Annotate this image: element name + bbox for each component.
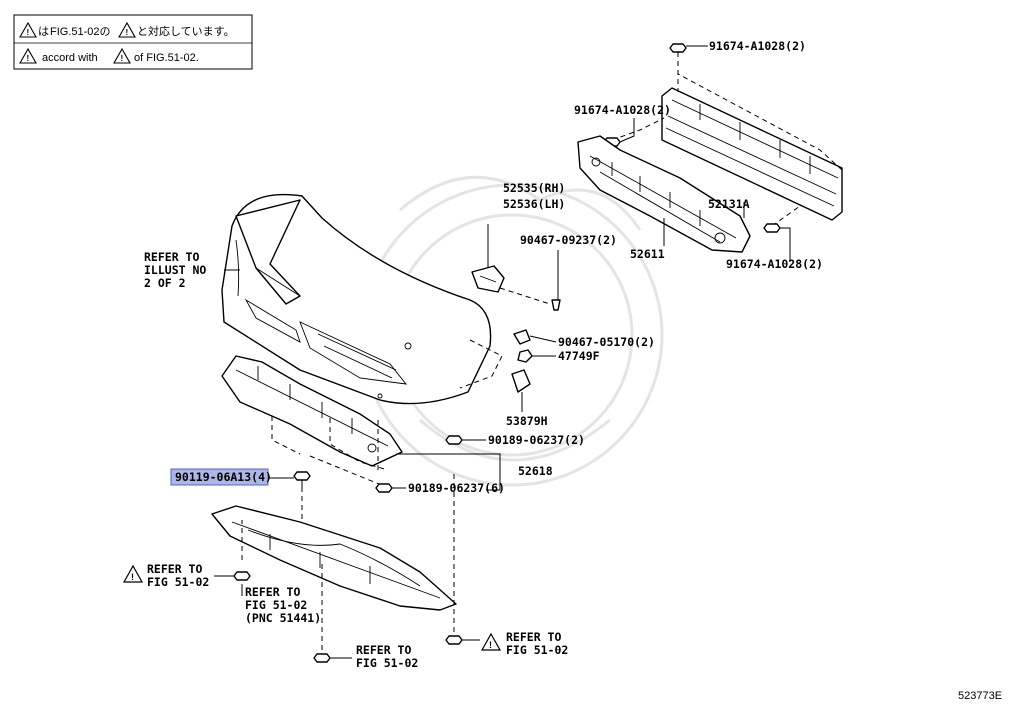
- note-line2-b: of FIG.51-02.: [134, 52, 199, 64]
- svg-text:!: !: [126, 28, 129, 37]
- front-bumper-cover-part: [221, 193, 492, 405]
- bolt-icon: [233, 571, 251, 581]
- part-label-bolt-highlighted[interactable]: 90119-06A13(4): [175, 470, 272, 484]
- note-line1-a: は: [38, 25, 49, 38]
- energy-absorber-part: [577, 135, 751, 253]
- bolt-icon: [763, 223, 781, 233]
- svg-text:!: !: [131, 572, 134, 582]
- caution-triangle-icon: !: [118, 21, 136, 38]
- caution-triangle-icon: !: [19, 21, 37, 38]
- svg-text:!: !: [27, 54, 30, 63]
- note-line1-c: と対応しています。: [137, 24, 235, 38]
- part-label-clip-a[interactable]: 90467-09237(2): [520, 233, 617, 247]
- refer-fig-bottom-line1: REFER TO: [356, 643, 411, 657]
- svg-text:!: !: [121, 54, 124, 63]
- part-label-bolt-right[interactable]: 91674-A1028(2): [726, 257, 823, 271]
- retainer-part: [511, 369, 531, 393]
- bolt-icon: [445, 635, 463, 645]
- refer-fig-left-line2: FIG 51-02: [147, 575, 209, 589]
- screw-icon: [375, 483, 393, 493]
- part-label-bracket-rh[interactable]: 52535(RH): [503, 181, 565, 195]
- screw-icon: [445, 435, 463, 445]
- watermark-emblem: [360, 175, 664, 487]
- refer-illust-line2: ILLUST NO: [144, 263, 206, 277]
- part-label-retainer[interactable]: 53879H: [506, 414, 548, 428]
- refer-fig-left-line1: REFER TO: [147, 562, 202, 576]
- refer-fig-right-line1: REFER TO: [506, 630, 561, 644]
- caution-triangle-icon: !: [122, 564, 144, 583]
- engine-under-cover-part: [211, 505, 457, 611]
- bumper-reinforcement-part: [661, 87, 843, 221]
- nut-icon: [517, 349, 533, 363]
- caution-triangle-icon: !: [480, 632, 502, 651]
- diagram-id: 523773E: [958, 690, 1002, 702]
- refer-fig-bottom-line2: FIG 51-02: [356, 656, 418, 670]
- caution-triangle-icon: !: [113, 47, 131, 64]
- highlighted-part-label[interactable]: 90119-06A13(4): [170, 468, 272, 486]
- part-label-nut[interactable]: 47749F: [558, 349, 600, 363]
- note-line2-a: accord with: [42, 52, 98, 64]
- bumper-bracket-part: [471, 265, 505, 293]
- refer-illust-line1: REFER TO: [144, 250, 199, 264]
- clip-icon: [513, 329, 531, 345]
- note-line1-b: FIG.51-02の: [50, 26, 111, 38]
- refer-fig-pnc-line2: FIG 51-02: [245, 598, 307, 612]
- bolt-icon: [293, 471, 311, 492]
- refer-fig-pnc-line1: REFER TO: [245, 585, 300, 599]
- bolt-icon: [313, 653, 331, 663]
- svg-text:!: !: [27, 28, 30, 37]
- part-label-bolt-top[interactable]: 91674-A1028(2): [709, 39, 806, 53]
- part-label-bolt-left[interactable]: 91674-A1028(2): [574, 103, 671, 117]
- refer-fig-pnc-line3: (PNC 51441): [245, 611, 321, 625]
- part-label-screw-upper[interactable]: 90189-06237(2): [488, 433, 585, 447]
- bolt-icon: [669, 43, 687, 53]
- part-label-lower-cover[interactable]: 52618: [518, 464, 553, 478]
- lower-cover-part: [221, 355, 403, 467]
- svg-text:!: !: [489, 640, 492, 650]
- refer-fig-right-line2: FIG 51-02: [506, 643, 568, 657]
- caution-triangle-icon: !: [19, 47, 37, 64]
- part-label-bracket-lh[interactable]: 52536(LH): [503, 197, 565, 211]
- clip-icon: [551, 299, 561, 311]
- refer-illust-line3: 2 OF 2: [144, 276, 186, 290]
- part-label-reinforcement[interactable]: 52131A: [708, 197, 750, 211]
- part-label-absorber[interactable]: 52611: [630, 247, 665, 261]
- part-label-clip-b[interactable]: 90467-05170(2): [558, 335, 655, 349]
- part-label-screw-lower[interactable]: 90189-06237(6): [408, 481, 505, 495]
- caution-note-box: ! は FIG.51-02の ! と対応しています。 ! accord with…: [13, 14, 253, 70]
